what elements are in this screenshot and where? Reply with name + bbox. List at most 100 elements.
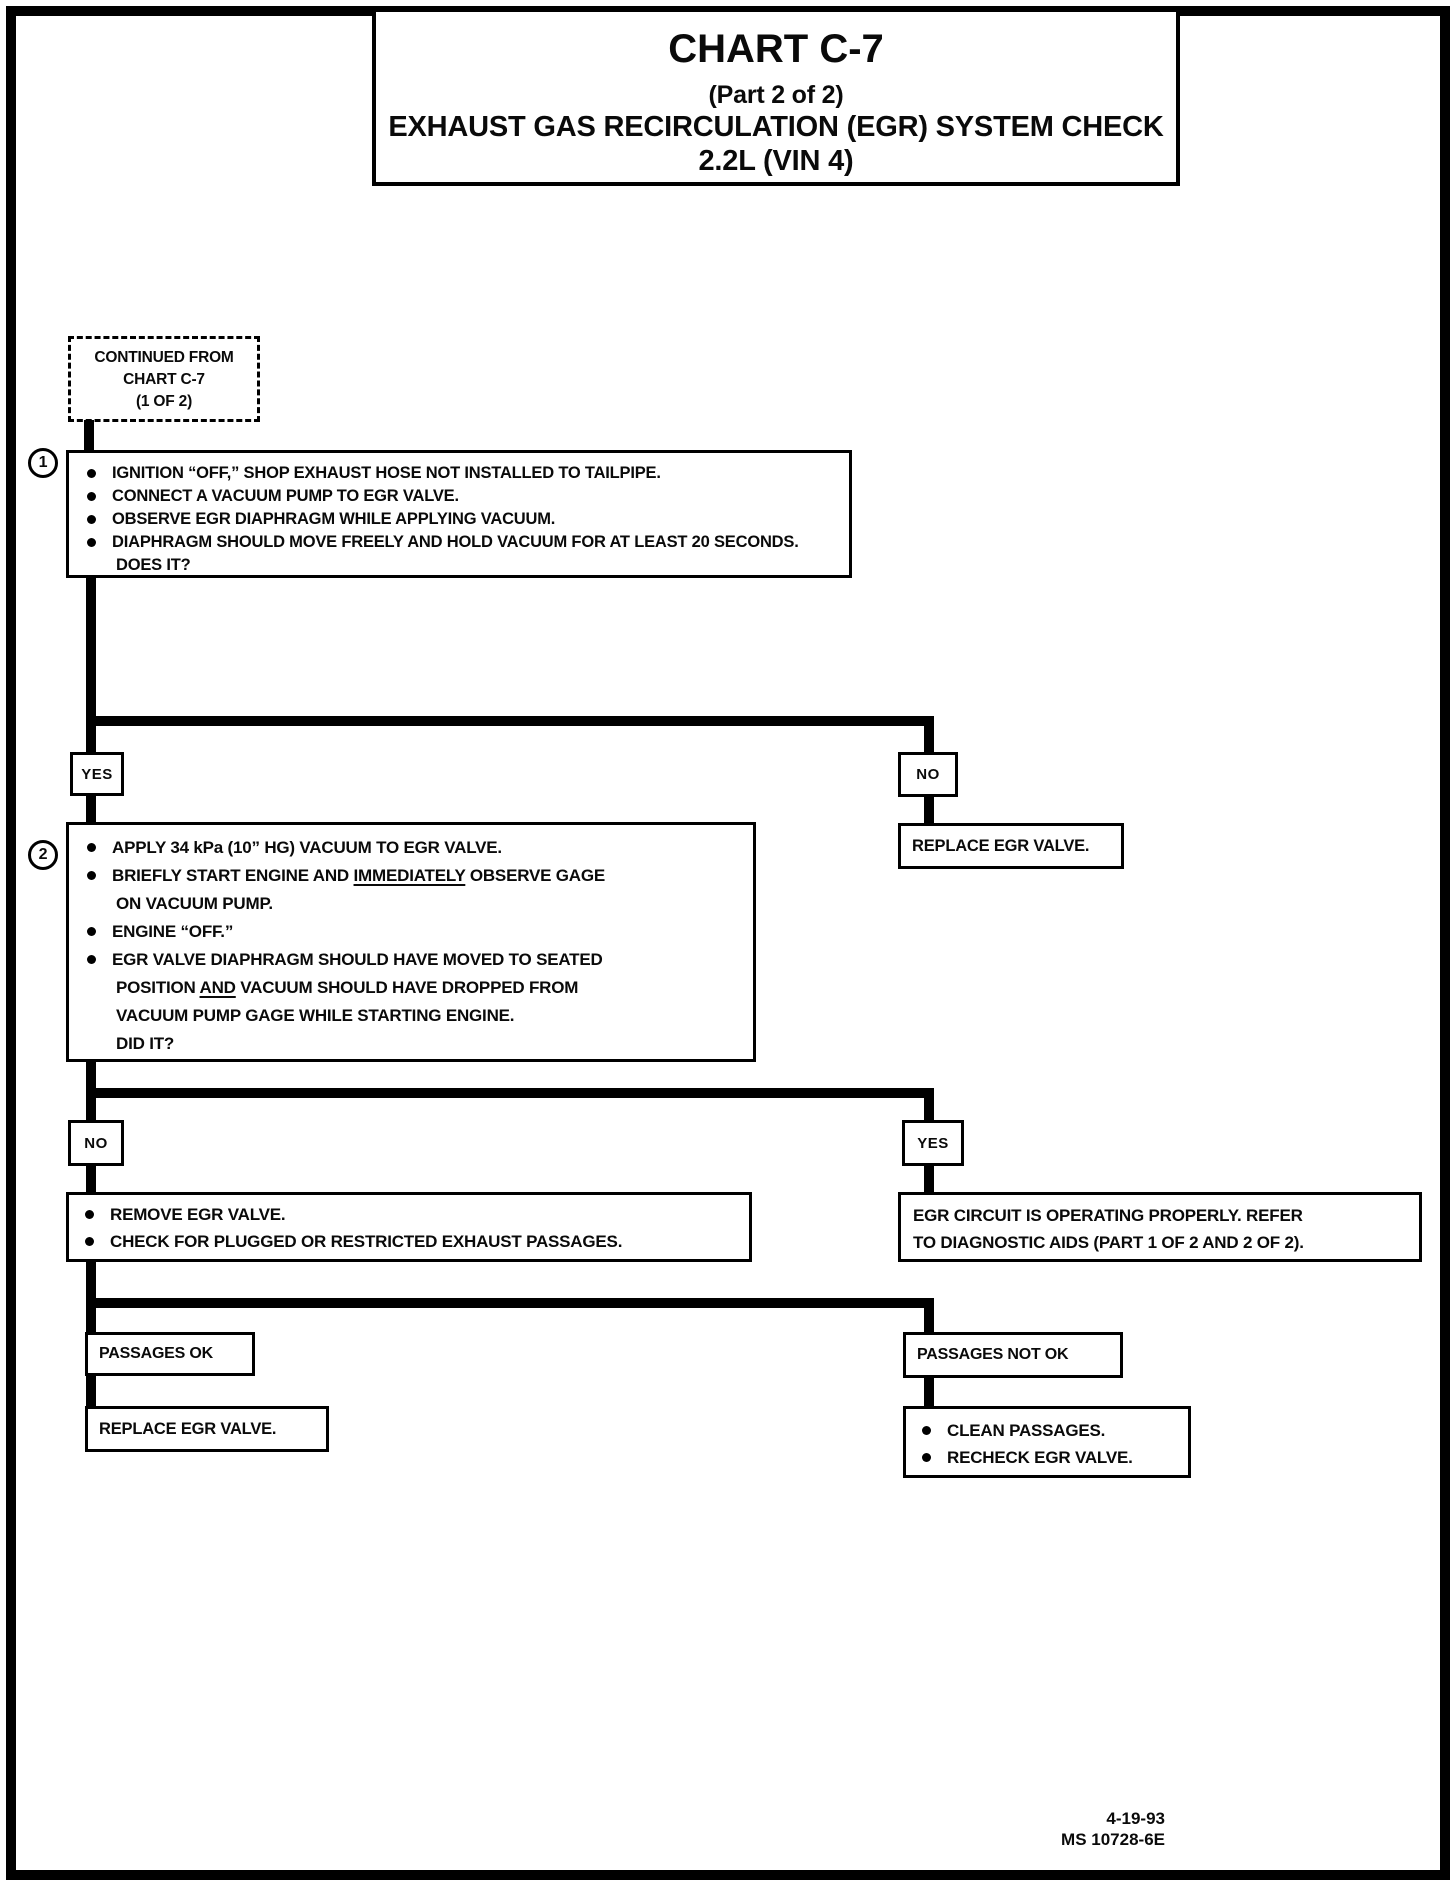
step-2-bullet-row: EGR VALVE DIAPHRAGM SHOULD HAVE MOVED TO… <box>83 946 739 974</box>
clean-box-bullet: RECHECK EGR VALVE. <box>947 1448 1133 1467</box>
clean-box-bullet-row: CLEAN PASSAGES. <box>918 1417 1176 1444</box>
step-2-bullet-row: BRIEFLY START ENGINE AND IMMEDIATELY OBS… <box>83 862 739 890</box>
connector-line <box>924 1088 934 1122</box>
no-label-text: NO <box>84 1134 108 1152</box>
chart-title: CHART C-7 <box>668 27 884 71</box>
replace-egr-valve-text: REPLACE EGR VALVE. <box>99 1419 277 1438</box>
egr-circuit-ok-line: EGR CIRCUIT IS OPERATING PROPERLY. REFER <box>913 1206 1303 1225</box>
egr-circuit-ok-line: TO DIAGNOSTIC AIDS (PART 1 OF 2 AND 2 OF… <box>913 1233 1304 1252</box>
connector-line <box>86 716 934 726</box>
passages-ok-text: PASSAGES OK <box>99 1345 213 1362</box>
step-2-underlined-word: IMMEDIATELY <box>353 866 466 885</box>
yes-label-branch-2: YES <box>902 1120 964 1166</box>
bullet-icon <box>87 871 96 880</box>
clean-box-bullet-row: RECHECK EGR VALVE. <box>918 1444 1176 1471</box>
chart-engine-label: 2.2L (VIN 4) <box>698 145 854 177</box>
replace-egr-valve-box-final: REPLACE EGR VALVE. <box>85 1406 329 1452</box>
step-2-continuation: ON VACUUM PUMP. <box>116 894 273 913</box>
step-1-bullet-row: IGNITION “OFF,” SHOP EXHAUST HOSE NOT IN… <box>83 462 835 485</box>
step-2-circle: 2 <box>28 840 58 870</box>
step-2-cont-text: POSITION <box>116 978 200 997</box>
step-2-question: DID IT? <box>116 1034 175 1053</box>
connector-line <box>924 1164 934 1194</box>
connector-line <box>86 1298 934 1308</box>
step-2-bullet-row: APPLY 34 kPa (10” HG) VACUUM TO EGR VALV… <box>83 834 739 862</box>
chart-system-name: EXHAUST GAS RECIRCULATION (EGR) SYSTEM C… <box>388 111 1164 143</box>
yes-label-text: YES <box>81 765 113 783</box>
step-1-bullet-row: DIAPHRAGM SHOULD MOVE FREELY AND HOLD VA… <box>83 531 835 554</box>
connector-line <box>924 716 934 754</box>
step-2-continuation: VACUUM PUMP GAGE WHILE STARTING ENGINE. <box>116 1006 515 1025</box>
step-2-continuation: POSITION AND VACUUM SHOULD HAVE DROPPED … <box>83 974 739 1002</box>
step-2-bullet: EGR VALVE DIAPHRAGM SHOULD HAVE MOVED TO… <box>112 950 603 969</box>
passages-not-ok-text: PASSAGES NOT OK <box>917 1346 1069 1363</box>
step-2-box: APPLY 34 kPa (10” HG) VACUUM TO EGR VALV… <box>66 822 756 1062</box>
step-2-underlined-word: AND <box>199 978 236 997</box>
connector-line <box>924 795 934 825</box>
step-2-bullet-text: BRIEFLY START ENGINE AND <box>112 866 354 885</box>
connector-line <box>84 420 94 452</box>
step-2-bullet: BRIEFLY START ENGINE AND IMMEDIATELY OBS… <box>112 862 605 890</box>
connector-line <box>86 1164 96 1194</box>
continued-from-line: CHART C-7 <box>123 371 205 388</box>
step-1-bullet-row: CONNECT A VACUUM PUMP TO EGR VALVE. <box>83 485 835 508</box>
bullet-icon <box>85 1237 94 1246</box>
passages-ok-label: PASSAGES OK <box>85 1332 255 1376</box>
footer-date: 4-19-93 <box>1106 1809 1165 1828</box>
replace-egr-valve-box-branch-1: REPLACE EGR VALVE. <box>898 823 1124 869</box>
bullet-icon <box>87 469 96 478</box>
step-1-bullet: CONNECT A VACUUM PUMP TO EGR VALVE. <box>112 487 459 505</box>
connector-line <box>86 1088 934 1098</box>
step-2-bullet: ENGINE “OFF.” <box>112 922 234 941</box>
step-2-bullet-row: ENGINE “OFF.” <box>83 918 739 946</box>
step-1-bullet: DIAPHRAGM SHOULD MOVE FREELY AND HOLD VA… <box>112 533 799 551</box>
step-1-box: IGNITION “OFF,” SHOP EXHAUST HOSE NOT IN… <box>66 450 852 578</box>
connector-line <box>924 1298 934 1334</box>
step-2-bullet-text: OBSERVE GAGE <box>465 866 606 885</box>
chart-part-subtitle: (Part 2 of 2) <box>708 81 844 109</box>
step-1-bullet-row: OBSERVE EGR DIAPHRAGM WHILE APPLYING VAC… <box>83 508 835 531</box>
remove-box-bullet: CHECK FOR PLUGGED OR RESTRICTED EXHAUST … <box>110 1232 623 1251</box>
step-1-question: DOES IT? <box>116 556 191 574</box>
continued-from-box: CONTINUED FROM CHART C-7 (1 OF 2) <box>68 336 260 422</box>
bullet-icon <box>87 843 96 852</box>
footer-block: 4-19-93 MS 10728-6E <box>965 1808 1165 1850</box>
bullet-icon <box>87 538 96 547</box>
no-label-text: NO <box>916 766 940 783</box>
yes-label-branch-1: YES <box>70 752 124 796</box>
step-2-cont-text: VACUUM SHOULD HAVE DROPPED FROM <box>235 978 579 997</box>
remove-box-bullet-row: CHECK FOR PLUGGED OR RESTRICTED EXHAUST … <box>81 1228 737 1255</box>
step-1-number: 1 <box>38 454 48 471</box>
bullet-icon <box>922 1453 931 1462</box>
passages-not-ok-label: PASSAGES NOT OK <box>903 1332 1123 1378</box>
connector-line <box>924 1376 934 1408</box>
connector-line <box>86 576 96 754</box>
continued-from-line: CONTINUED FROM <box>94 349 234 366</box>
step-1-circle: 1 <box>28 448 58 478</box>
connector-line <box>86 794 96 824</box>
remove-egr-valve-box: REMOVE EGR VALVE. CHECK FOR PLUGGED OR R… <box>66 1192 752 1262</box>
connector-line <box>86 1260 96 1334</box>
remove-box-bullet-row: REMOVE EGR VALVE. <box>81 1201 737 1228</box>
remove-box-bullet: REMOVE EGR VALVE. <box>110 1205 286 1224</box>
replace-egr-valve-text: REPLACE EGR VALVE. <box>912 836 1090 855</box>
bullet-icon <box>87 955 96 964</box>
step-2-number: 2 <box>38 846 48 863</box>
clean-passages-box: CLEAN PASSAGES. RECHECK EGR VALVE. <box>903 1406 1191 1478</box>
bullet-icon <box>87 515 96 524</box>
footer-doc-number: MS 10728-6E <box>1061 1830 1165 1849</box>
bullet-icon <box>922 1426 931 1435</box>
title-box: CHART C-7 (Part 2 of 2) EXHAUST GAS RECI… <box>372 8 1180 186</box>
continued-from-line: (1 OF 2) <box>135 393 193 410</box>
connector-line <box>86 1374 96 1408</box>
step-1-bullet: OBSERVE EGR DIAPHRAGM WHILE APPLYING VAC… <box>112 510 556 528</box>
no-label-branch-2: NO <box>68 1120 124 1166</box>
bullet-icon <box>87 492 96 501</box>
yes-label-text: YES <box>917 1134 949 1152</box>
step-2-bullet: APPLY 34 kPa (10” HG) VACUUM TO EGR VALV… <box>112 838 502 857</box>
no-label-branch-1: NO <box>898 752 958 797</box>
bullet-icon <box>85 1210 94 1219</box>
step-1-bullet: IGNITION “OFF,” SHOP EXHAUST HOSE NOT IN… <box>112 464 661 482</box>
egr-circuit-ok-box: EGR CIRCUIT IS OPERATING PROPERLY. REFER… <box>898 1192 1422 1262</box>
